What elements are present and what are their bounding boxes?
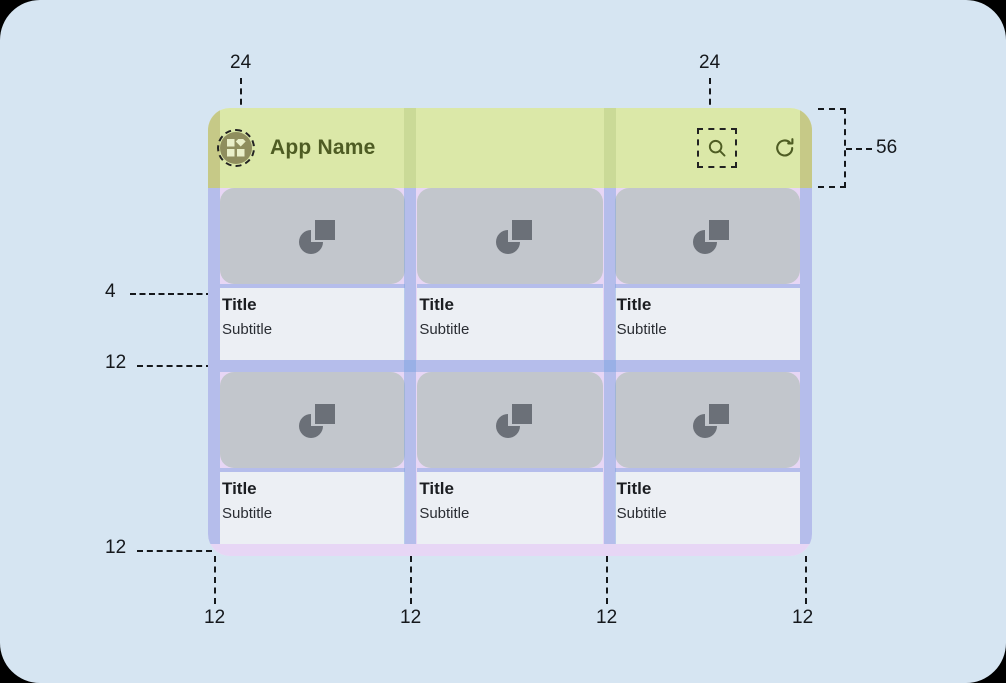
spacing-overlay-col2 xyxy=(604,188,616,544)
card-media xyxy=(220,188,406,284)
card-media xyxy=(417,188,603,284)
annotation-label-media-gap: 4 xyxy=(105,281,116,302)
card-media-text-gap xyxy=(417,284,603,288)
card-title: Title xyxy=(419,479,454,498)
card[interactable]: Title Subtitle xyxy=(220,372,406,544)
annotation-label-gutter-3: 12 xyxy=(596,607,618,628)
card[interactable]: Title Subtitle xyxy=(614,372,800,544)
card-text: Title Subtitle xyxy=(614,472,800,544)
card[interactable]: Title Subtitle xyxy=(417,188,603,360)
annotation-label-gutter-1: 12 xyxy=(204,607,226,628)
card-title: Title xyxy=(616,295,652,314)
image-placeholder-icon xyxy=(298,220,335,254)
app-title: App Name xyxy=(270,136,376,159)
app-bar-gutter-1 xyxy=(404,108,416,188)
card-title: Title xyxy=(419,295,454,314)
card-title: Title xyxy=(222,479,257,498)
app-bar-gutter-left xyxy=(208,108,220,188)
card-subtitle: Subtitle xyxy=(222,505,273,522)
annotation-label-logo-size: 24 xyxy=(230,52,252,73)
refresh-icon[interactable] xyxy=(770,133,800,163)
card-media-text-gap xyxy=(614,468,800,472)
card-subtitle: Subtitle xyxy=(419,321,470,338)
card-subtitle: Subtitle xyxy=(616,321,667,338)
card-text: Title Subtitle xyxy=(220,472,406,544)
annotation-label-gutter-4: 12 xyxy=(792,607,814,628)
card-text: Title Subtitle xyxy=(417,288,603,360)
image-placeholder-icon xyxy=(693,404,730,438)
image-placeholder-icon xyxy=(495,404,532,438)
card[interactable]: Title Subtitle xyxy=(220,188,406,360)
annotation-label-gutter-2: 12 xyxy=(400,607,422,628)
card-text: Title Subtitle xyxy=(220,288,406,360)
card-title: Title xyxy=(616,479,652,498)
app-grid-logo-icon[interactable] xyxy=(217,129,255,167)
app-bar-content: App Name xyxy=(208,108,812,188)
grid-region: Title Subtitle Title xyxy=(208,188,812,556)
leader-line-logo-size xyxy=(240,78,242,136)
image-placeholder-icon xyxy=(693,220,730,254)
annotation-label-row-gap: 12 xyxy=(105,352,127,373)
leader-line-media-gap xyxy=(130,293,212,295)
card-media xyxy=(614,372,800,468)
spacing-overlay-left xyxy=(208,188,220,544)
leader-line-gutter-4 xyxy=(805,556,807,604)
leader-line-row-gap xyxy=(137,365,212,367)
image-placeholder-icon xyxy=(495,220,532,254)
spacing-overlay-col1 xyxy=(404,188,416,544)
app-preview-frame: Title Subtitle Title xyxy=(208,108,812,556)
card-text: Title Subtitle xyxy=(417,472,603,544)
search-icon[interactable] xyxy=(697,128,737,168)
card-grid: Title Subtitle Title xyxy=(220,188,800,544)
app-bar-gutter-2 xyxy=(604,108,616,188)
image-placeholder-icon xyxy=(298,404,335,438)
app-bar-gutter-right xyxy=(800,108,812,188)
app-bar: App Name xyxy=(208,108,812,188)
leader-line-gutter-1 xyxy=(214,556,216,604)
annotation-label-search-size: 24 xyxy=(699,52,721,73)
leader-line-gutter-3 xyxy=(606,556,608,604)
annotation-label-bottom-padding: 12 xyxy=(105,537,127,558)
card-text: Title Subtitle xyxy=(614,288,800,360)
card-media xyxy=(220,372,406,468)
bracket-app-bar-height xyxy=(818,108,846,188)
leader-line-bottom-padding xyxy=(137,550,212,552)
annotation-label-app-bar-height: 56 xyxy=(876,137,898,158)
card-subtitle: Subtitle xyxy=(616,505,667,522)
card[interactable]: Title Subtitle xyxy=(614,188,800,360)
card-media-text-gap xyxy=(220,284,406,288)
card-media-text-gap xyxy=(220,468,406,472)
card-media xyxy=(417,372,603,468)
card-subtitle: Subtitle xyxy=(419,505,470,522)
spacing-overlay-right xyxy=(800,188,812,544)
card-media-text-gap xyxy=(417,468,603,472)
card-media xyxy=(614,188,800,284)
leader-line-app-bar-height xyxy=(846,148,872,150)
card[interactable]: Title Subtitle xyxy=(417,372,603,544)
card-media-text-gap xyxy=(614,284,800,288)
card-subtitle: Subtitle xyxy=(222,321,273,338)
leader-line-search-size xyxy=(709,78,711,136)
leader-line-gutter-2 xyxy=(410,556,412,604)
spacing-overlay-row xyxy=(220,360,800,372)
card-title: Title xyxy=(222,295,257,314)
